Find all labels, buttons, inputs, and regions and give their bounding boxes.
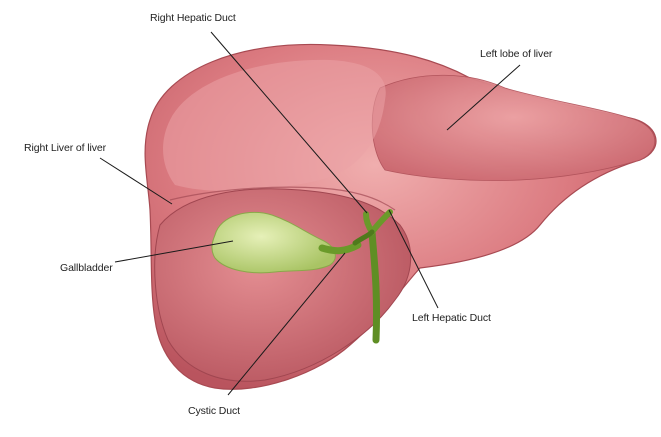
label-left-hepatic-duct: Left Hepatic Duct: [412, 312, 491, 324]
label-right-liver: Right Liver of liver: [24, 142, 106, 154]
label-cystic-duct: Cystic Duct: [188, 405, 240, 417]
label-right-hepatic-duct: Right Hepatic Duct: [150, 12, 236, 24]
left-lobe: [372, 75, 655, 180]
label-gallbladder: Gallbladder: [60, 262, 113, 274]
label-left-lobe: Left lobe of liver: [480, 48, 552, 60]
